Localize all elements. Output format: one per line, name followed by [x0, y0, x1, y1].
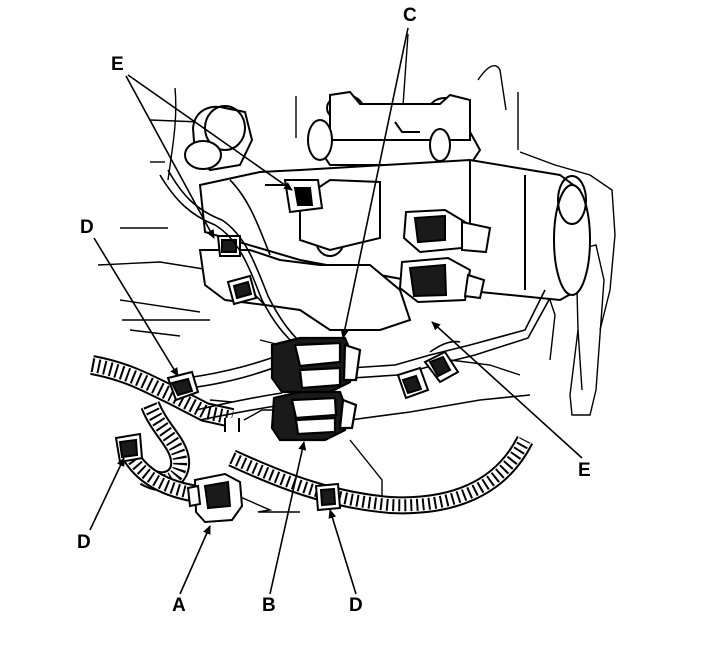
callout-label-d: D [77, 532, 91, 553]
callout-label-e: E [578, 460, 591, 481]
leader-e-top-2 [125, 75, 215, 239]
leader-b [269, 441, 307, 595]
leader-d-bottom [328, 509, 357, 595]
leader-d-left [89, 457, 125, 531]
leader-e-top-1 [127, 74, 293, 191]
callout-label-d: D [349, 595, 363, 616]
callout-label-a: A [172, 595, 186, 616]
connector-a [186, 472, 244, 524]
callout-label-e: E [111, 54, 124, 75]
leader-a [179, 525, 211, 595]
callout-label-d: D [80, 217, 94, 238]
callout-leaders [89, 27, 583, 595]
injector-rail-assembly [184, 90, 591, 331]
harness-clips [114, 274, 460, 512]
leader-c [340, 27, 409, 339]
connector-b [270, 336, 362, 442]
callout-label-c: C [403, 5, 417, 26]
leader-d-top [93, 237, 179, 377]
callout-label-b: B [262, 595, 276, 616]
leader-e-right [431, 321, 583, 459]
